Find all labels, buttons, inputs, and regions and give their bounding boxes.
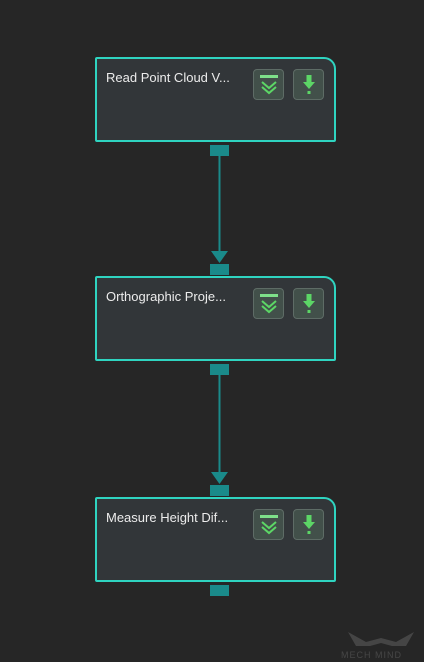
output-port[interactable] (210, 364, 229, 375)
connector-1-2[interactable] (211, 156, 228, 263)
download-arrow-icon (302, 293, 315, 313)
download-arrow-icon (302, 74, 315, 94)
download-arrow-icon (302, 514, 315, 534)
debug-output-button[interactable] (293, 288, 324, 319)
step-node-title: Orthographic Proje... (106, 289, 226, 304)
input-port[interactable] (210, 264, 229, 275)
step-node-title: Read Point Cloud V... (106, 70, 230, 85)
collapse-expand-icon (259, 514, 278, 534)
mech-mind-logo-icon (348, 632, 414, 646)
connector-arrow-icon (211, 251, 228, 263)
collapse-expand-icon (259, 293, 278, 313)
mech-mind-watermark: MECH MIND (340, 630, 420, 660)
step-node-read-point-cloud[interactable]: Read Point Cloud V... (95, 57, 336, 142)
debug-output-button[interactable] (293, 509, 324, 540)
output-port[interactable] (210, 585, 229, 596)
watermark-text: MECH MIND (341, 650, 402, 660)
connector-2-3[interactable] (211, 375, 228, 484)
output-port[interactable] (210, 145, 229, 156)
collapse-expand-icon (259, 74, 278, 94)
step-node-measure-height-difference[interactable]: Measure Height Dif... (95, 497, 336, 582)
connector-arrow-icon (211, 472, 228, 484)
input-port[interactable] (210, 485, 229, 496)
debug-output-button[interactable] (293, 69, 324, 100)
collapse-button[interactable] (253, 69, 284, 100)
collapse-button[interactable] (253, 509, 284, 540)
collapse-button[interactable] (253, 288, 284, 319)
step-node-title: Measure Height Dif... (106, 510, 229, 525)
step-node-orthographic-projection[interactable]: Orthographic Proje... (95, 276, 336, 361)
